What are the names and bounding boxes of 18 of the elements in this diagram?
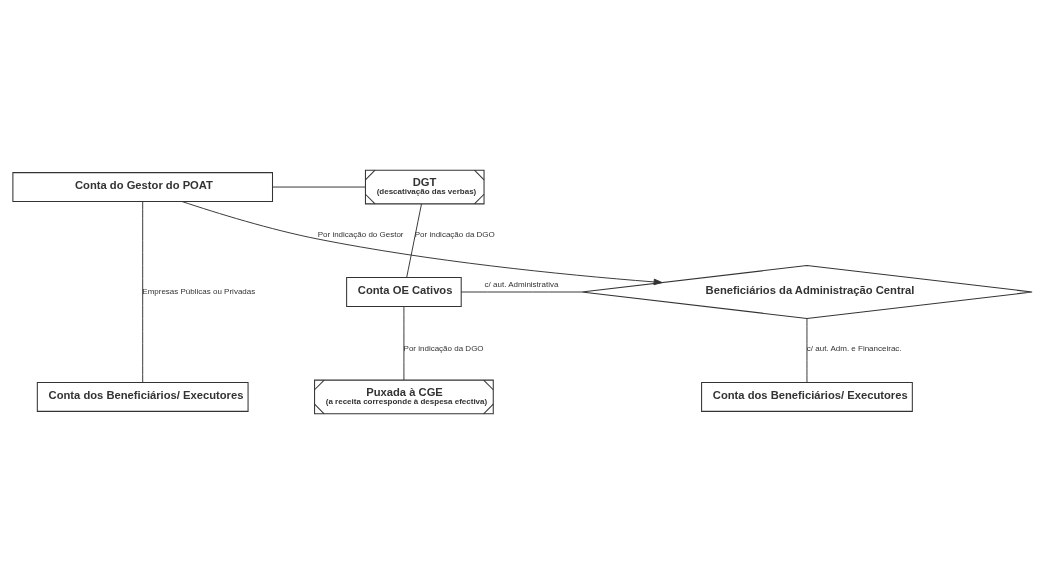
edge-label: c/ aut. Adm. e Financeirac. [806,344,902,354]
connector [806,318,808,383]
connector [142,201,144,383]
node-box: Conta dos Beneficiários/ Executores [701,382,913,412]
edge-label: c/ aut. Administrativa [484,280,559,290]
node-box: Conta do Gestor do POAT [12,172,273,202]
node-box: Conta OE Cativos [346,277,462,307]
edge-label: Por indicação do Gestor [317,229,404,239]
edge-label: Por indicação da DGO [414,229,495,239]
edge-label: Por indicação da DGO [403,344,484,354]
connector [272,186,366,188]
connector [406,203,422,278]
connector [460,291,583,293]
connector [403,306,405,381]
edge-label: Empresas Públicas ou Privadas [142,287,256,296]
node-box: Conta dos Beneficiários/ Executores [36,382,249,412]
arrow [181,201,663,286]
node-diamond: Beneficiários da Administração Central [581,265,1033,319]
